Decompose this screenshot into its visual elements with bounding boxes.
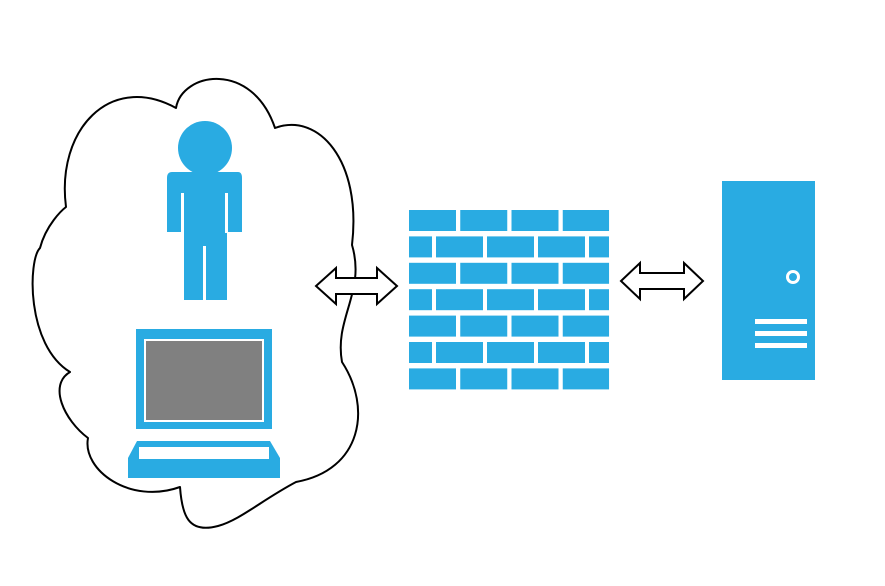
- user-leg-gap: [203, 246, 206, 300]
- server-drive-slot: [755, 331, 807, 336]
- server-tower-icon: [722, 181, 815, 380]
- user-icon: [167, 121, 242, 300]
- wall-brick: [409, 210, 456, 231]
- wall-brick: [460, 315, 508, 337]
- wall-brick: [511, 262, 559, 284]
- laptop-icon: [128, 329, 280, 478]
- bidirectional-arrow-icon: [314, 265, 399, 307]
- wall-brick: [460, 210, 508, 231]
- wall-brick: [562, 210, 610, 231]
- laptop-base: [128, 441, 280, 478]
- cloud-icon: [31, 78, 360, 529]
- user-left-arm-gap: [181, 193, 184, 233]
- arrow-cloud-firewall: [314, 265, 399, 307]
- laptop-keyboard: [139, 447, 269, 459]
- wall-brick: [487, 289, 534, 311]
- wall-brick: [511, 210, 559, 231]
- wall-brick: [538, 289, 585, 311]
- wall-brick: [487, 342, 534, 363]
- wall-brick: [436, 342, 483, 363]
- server-case: [722, 181, 815, 380]
- cloud-outline: [31, 78, 360, 529]
- wall-brick: [562, 262, 610, 284]
- user-right-arm-gap: [225, 193, 228, 233]
- wall-brick: [409, 315, 456, 337]
- server-drive-slot: [755, 319, 807, 324]
- laptop-hinge: [136, 429, 272, 438]
- wall-brick: [409, 289, 432, 311]
- brick-wall-icon: [409, 210, 610, 390]
- wall-brick: [460, 262, 508, 284]
- wall-brick: [562, 315, 610, 337]
- arrow-firewall-server: [619, 260, 705, 302]
- server-drive-slot: [755, 343, 807, 348]
- wall-brick: [436, 236, 483, 258]
- wall-brick: [409, 342, 432, 363]
- wall-brick: [511, 315, 559, 337]
- wall-brick: [460, 368, 508, 390]
- wall-brick: [538, 236, 585, 258]
- wall-brick: [409, 236, 432, 258]
- wall-brick: [409, 368, 456, 390]
- wall-brick: [511, 368, 559, 390]
- user-head: [178, 121, 232, 175]
- server-power-led-inner: [789, 273, 797, 281]
- wall-brick: [436, 289, 483, 311]
- wall-brick: [589, 342, 609, 363]
- laptop-screen: [144, 339, 264, 422]
- wall-brick: [589, 236, 609, 258]
- bidirectional-arrow-icon: [619, 260, 705, 302]
- user-body: [167, 172, 242, 300]
- wall-brick: [487, 236, 534, 258]
- wall-brick: [562, 368, 610, 390]
- wall-brick: [589, 289, 609, 311]
- wall-brick: [538, 342, 585, 363]
- wall-brick: [409, 262, 456, 284]
